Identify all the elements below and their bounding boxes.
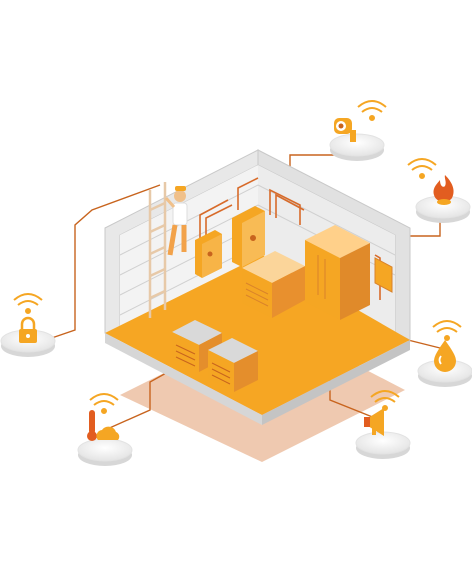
technician-figure	[164, 186, 188, 256]
lock-device	[0, 293, 56, 357]
wifi-signal-icon	[357, 100, 387, 121]
wifi-signal-icon	[89, 393, 119, 414]
siren-device	[355, 390, 411, 459]
camera-icon	[334, 118, 356, 142]
floor-right-edge	[262, 340, 410, 425]
thermometer-cloud-icon	[87, 410, 120, 441]
water-drop-icon	[434, 340, 456, 372]
wifi-signal-icon	[13, 293, 43, 314]
flame-device	[407, 158, 471, 223]
water-device	[417, 320, 472, 387]
hvac-unit	[242, 251, 305, 318]
control-cabinet	[305, 225, 370, 320]
lock-icon	[19, 316, 37, 343]
flame-icon	[433, 175, 454, 202]
wall-boiler	[195, 230, 222, 278]
electrical-panel	[374, 257, 393, 293]
weather-device	[77, 393, 133, 466]
wifi-signal-icon	[370, 390, 400, 411]
generator-right	[208, 338, 258, 392]
water-heater	[232, 206, 265, 267]
wifi-signal-icon	[407, 158, 437, 179]
camera-device	[329, 100, 387, 161]
floor-left-edge	[105, 333, 262, 425]
room-floor	[105, 255, 410, 415]
ladder	[148, 182, 167, 318]
megaphone-icon	[364, 408, 384, 436]
wifi-signal-icon	[432, 320, 462, 341]
